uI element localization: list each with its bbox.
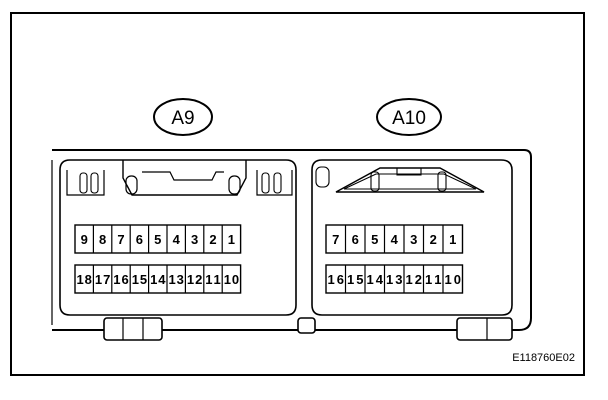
connector-a9-latch	[122, 160, 247, 196]
connector-a9-slot	[273, 172, 282, 194]
connector-a10-pin-7: 7	[332, 232, 339, 247]
connector-a10-pin-16: 16	[328, 272, 345, 287]
connector-a9-slot	[90, 172, 99, 194]
connector-a10-latch-post-right	[437, 171, 447, 192]
connector-a9-pin-3: 3	[191, 232, 198, 247]
connector-a9-pin-16: 16	[113, 272, 128, 287]
connector-a10-pin-2: 2	[430, 232, 437, 247]
connector-a9-row-frame	[74, 264, 242, 294]
connector-a10-pin-6: 6	[352, 232, 359, 247]
connector-a10-pin-5: 5	[371, 232, 378, 247]
connector-a9-pin-4: 4	[173, 232, 181, 247]
connector-a9-pin-11: 11	[205, 272, 220, 287]
connector-a9-pin-1: 1	[228, 232, 235, 247]
connector-a9-pin-15: 15	[132, 272, 147, 287]
connector-a9-label: A9	[153, 98, 213, 136]
connector-a10-corner-tab	[315, 166, 330, 188]
connector-a9-pin-8: 8	[99, 232, 106, 247]
mounting-foot-left	[103, 317, 163, 341]
connector-a9-pin-2: 2	[209, 232, 216, 247]
figure-frame	[10, 12, 585, 376]
connector-a10-pin-13: 13	[386, 272, 403, 287]
connector-a10-latch-inner	[343, 173, 477, 190]
connector-a10-pin-10: 10	[445, 272, 462, 287]
connector-a10-pin-3: 3	[410, 232, 417, 247]
connector-a9-side-tab-right	[256, 170, 293, 196]
connector-a10-pin-15: 15	[347, 272, 364, 287]
connector-a10-row-frame	[325, 224, 464, 254]
connector-a9-slot	[79, 172, 88, 194]
connector-a9-latch-inner	[142, 171, 224, 181]
connector-a10-pin-12: 12	[406, 272, 423, 287]
figure-code: E118760E02	[512, 352, 575, 364]
connector-a10-label: A10	[376, 98, 442, 136]
connector-a9-pin-12: 12	[187, 272, 202, 287]
connector-a10-latch-notch	[396, 168, 422, 176]
ecu-housing	[52, 149, 532, 331]
connector-a9-pin-6: 6	[136, 232, 143, 247]
connector-a9-housing	[59, 159, 297, 316]
connector-a9-row-frame	[74, 224, 242, 254]
connector-a10-latch-post-left	[370, 171, 380, 192]
connector-a9-side-tab-left	[66, 170, 105, 196]
connector-a9-pin-13: 13	[169, 272, 184, 287]
connector-a9-latch-tab-right	[228, 175, 241, 195]
connector-a9-label-text: A9	[171, 108, 194, 129]
connector-a10-latch	[335, 167, 485, 193]
connector-a9-pin-18: 18	[77, 272, 92, 287]
connector-a9-pin-14: 14	[150, 272, 166, 287]
connector-a9-pin-10: 10	[224, 272, 239, 287]
connector-a10-pin-11: 11	[425, 272, 442, 287]
connector-a10-pin-4: 4	[391, 232, 399, 247]
mounting-foot-middle	[297, 317, 316, 334]
connector-a9-latch-tab-left	[125, 175, 138, 195]
mounting-foot-right	[456, 317, 513, 341]
connector-a10-label-text: A10	[392, 108, 426, 129]
connector-a10-pin-1: 1	[449, 232, 456, 247]
connector-a9-pin-9: 9	[81, 232, 88, 247]
connector-a9-pin-17: 17	[95, 272, 110, 287]
connector-a9-pin-7: 7	[117, 232, 124, 247]
connector-a10-pin-14: 14	[367, 272, 384, 287]
connector-a9-slot	[261, 172, 270, 194]
connector-a9-pin-5: 5	[154, 232, 161, 247]
connector-a10-housing	[311, 159, 513, 316]
connector-a10-row-frame	[325, 264, 464, 294]
